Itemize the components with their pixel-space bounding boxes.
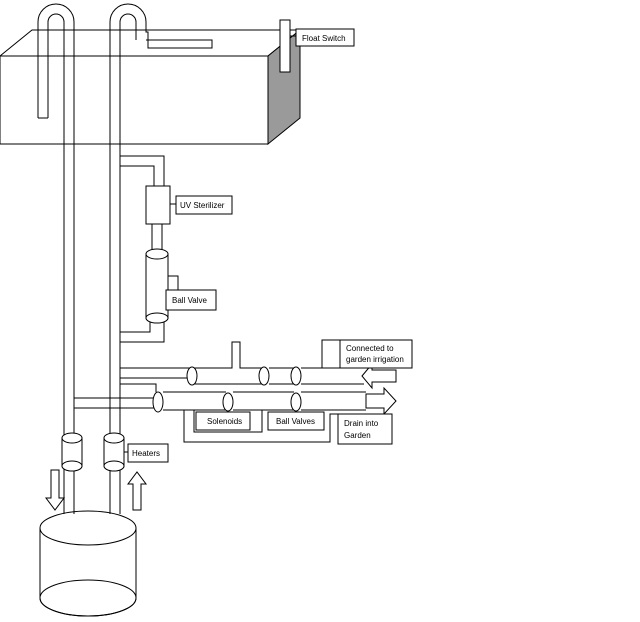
heater-right <box>103 432 125 472</box>
bucket <box>39 510 137 617</box>
right-return-pipe <box>109 3 213 510</box>
drain-branch: Solenoids Ball Valves Drain into Garden <box>74 383 397 445</box>
irrigation-branch: Connected to garden irrigation <box>119 339 413 390</box>
float-switch-label: Float Switch <box>302 34 346 43</box>
up-arrow-icon <box>127 471 147 511</box>
ball-valves-label: Ball Valves <box>276 417 315 426</box>
heaters-label: Heaters <box>132 449 160 458</box>
uv-sterilizer <box>145 185 171 225</box>
heaters: Heaters <box>61 432 169 472</box>
solenoids-label: Solenoids <box>207 417 242 426</box>
drain-label-line1: Drain into <box>344 419 379 428</box>
tank <box>0 28 302 146</box>
ball-valve-cylinder <box>145 248 169 324</box>
float-switch: Float Switch <box>279 19 355 73</box>
left-siphon-pipe <box>37 3 75 510</box>
uv-loop: UV Sterilizer Ball Valve <box>119 155 233 343</box>
uv-sterilizer-label: UV Sterilizer <box>180 201 225 210</box>
irrigation-label-line1: Connected to <box>346 344 394 353</box>
drain-label-line2: Garden <box>344 431 371 440</box>
ball-valve-label: Ball Valve <box>172 296 208 305</box>
heater-left <box>61 432 83 472</box>
irrigation-label-line2: garden irrigation <box>346 355 404 364</box>
down-arrow-icon <box>45 469 65 511</box>
